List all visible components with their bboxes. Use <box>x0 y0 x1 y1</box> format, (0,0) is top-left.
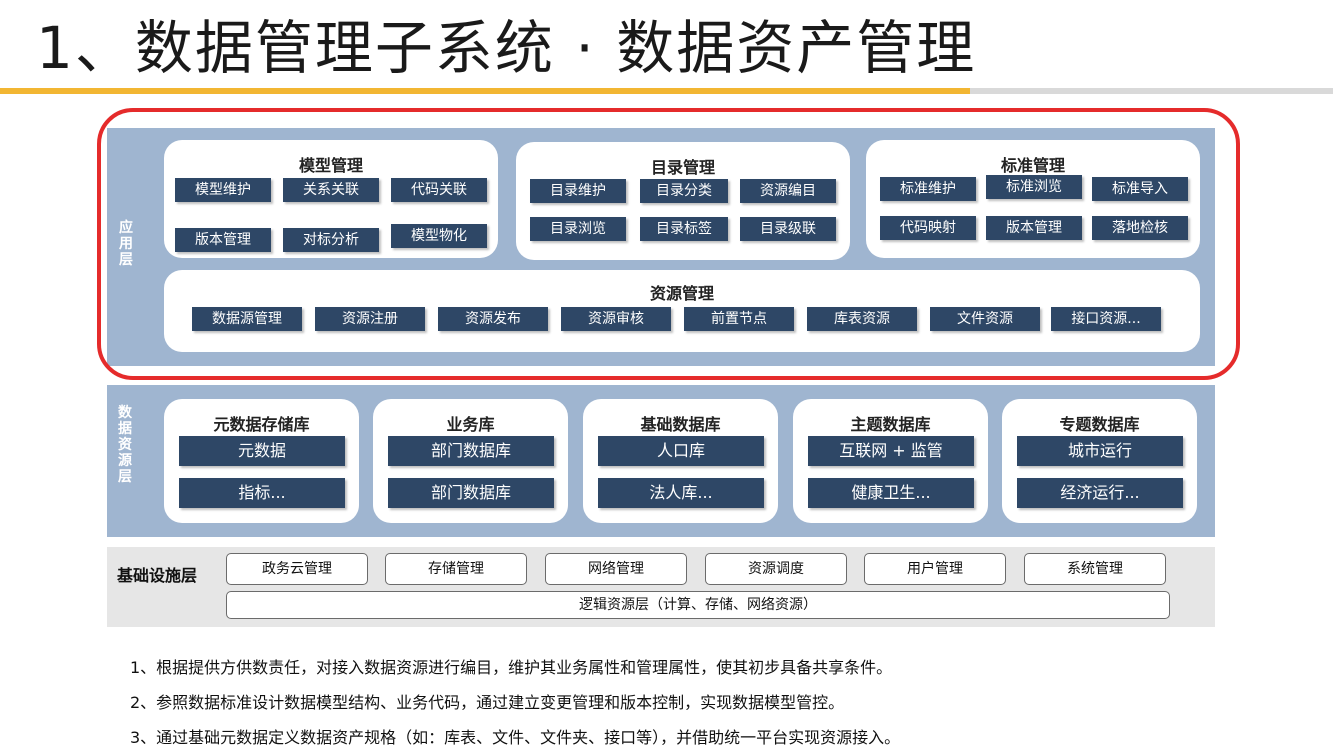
resource-item[interactable]: 接口资源... <box>1051 307 1161 331</box>
infra-item[interactable]: 系统管理 <box>1024 553 1166 585</box>
catalog-management-card: 目录管理 目录维护 目录分类 资源编目 目录浏览 目录标签 目录级联 <box>516 142 850 260</box>
resource-item[interactable]: 资源注册 <box>315 307 425 331</box>
data-resource-layer-label: 数据资源层 <box>118 405 132 485</box>
catalog-management-title: 目录管理 <box>650 158 715 177</box>
model-item[interactable]: 关系关联 <box>283 178 379 202</box>
model-item[interactable]: 模型物化 <box>391 224 487 248</box>
store-title: 基础数据库 <box>640 415 721 434</box>
page-title: 1、数据管理子系统 · 数据资产管理 <box>36 14 977 82</box>
note-item: 1、根据提供方供数责任，对接入数据资源进行编目，维护其业务属性和管理属性，使其初… <box>130 658 893 677</box>
store-item[interactable]: 城市运行 <box>1017 436 1183 466</box>
data-resource-layer: 数据资源层 元数据存储库 元数据 指标... 业务库 部门数据库 部门数据库 基… <box>107 385 1215 537</box>
standard-item[interactable]: 版本管理 <box>986 216 1082 240</box>
title-underline-gray <box>970 88 1333 94</box>
model-item[interactable]: 对标分析 <box>283 228 379 252</box>
store-item[interactable]: 元数据 <box>179 436 345 466</box>
catalog-item[interactable]: 目录分类 <box>640 179 728 203</box>
standard-item[interactable]: 标准维护 <box>880 177 976 201</box>
store-item[interactable]: 部门数据库 <box>388 478 554 508</box>
resource-management-card: 资源管理 数据源管理 资源注册 资源发布 资源审核 前置节点 库表资源 文件资源… <box>164 270 1200 352</box>
infra-item[interactable]: 资源调度 <box>705 553 847 585</box>
model-management-title: 模型管理 <box>298 156 363 175</box>
resource-item[interactable]: 数据源管理 <box>192 307 302 331</box>
store-title: 专题数据库 <box>1059 415 1140 434</box>
model-item[interactable]: 模型维护 <box>175 178 271 202</box>
standard-item[interactable]: 代码映射 <box>880 216 976 240</box>
note-item: 3、通过基础元数据定义数据资产规格（如：库表、文件、文件夹、接口等），并借助统一… <box>130 728 901 747</box>
store-item[interactable]: 人口库 <box>598 436 764 466</box>
standard-management-title: 标准管理 <box>1000 156 1065 175</box>
description-notes: 1、根据提供方供数责任，对接入数据资源进行编目，维护其业务属性和管理属性，使其初… <box>130 650 900 750</box>
infra-item[interactable]: 存储管理 <box>385 553 527 585</box>
store-card-topic: 专题数据库 城市运行 经济运行... <box>1002 399 1197 523</box>
standard-management-card: 标准管理 标准维护 标准浏览 标准导入 代码映射 版本管理 落地检核 <box>866 140 1200 258</box>
application-layer-label: 应用层 <box>119 220 133 268</box>
store-item[interactable]: 部门数据库 <box>388 436 554 466</box>
infra-item[interactable]: 政务云管理 <box>226 553 368 585</box>
store-item[interactable]: 经济运行... <box>1017 478 1183 508</box>
resource-item[interactable]: 库表资源 <box>807 307 917 331</box>
store-item[interactable]: 互联网 + 监管 <box>808 436 974 466</box>
store-item[interactable]: 指标... <box>179 478 345 508</box>
note-item: 2、参照数据标准设计数据模型结构、业务代码，通过建立变更管理和版本控制，实现数据… <box>130 693 845 712</box>
store-card-business: 业务库 部门数据库 部门数据库 <box>373 399 568 523</box>
standard-item[interactable]: 落地检核 <box>1092 216 1188 240</box>
store-card-metadata: 元数据存储库 元数据 指标... <box>164 399 359 523</box>
catalog-item[interactable]: 目录浏览 <box>530 217 626 241</box>
store-card-basic: 基础数据库 人口库 法人库... <box>583 399 778 523</box>
model-item[interactable]: 版本管理 <box>175 228 271 252</box>
model-management-card: 模型管理 模型维护 关系关联 代码关联 版本管理 对标分析 模型物化 <box>164 140 498 258</box>
logic-resource-layer[interactable]: 逻辑资源层（计算、存储、网络资源） <box>226 591 1170 619</box>
resource-item[interactable]: 资源发布 <box>438 307 548 331</box>
application-layer: 应用层 模型管理 模型维护 关系关联 代码关联 版本管理 对标分析 模型物化 目… <box>107 128 1215 366</box>
infrastructure-layer-label: 基础设施层 <box>117 566 198 585</box>
model-item[interactable]: 代码关联 <box>391 178 487 202</box>
store-title: 元数据存储库 <box>213 415 310 434</box>
title-underline-gold <box>0 88 970 94</box>
catalog-item[interactable]: 目录维护 <box>530 179 626 203</box>
store-item[interactable]: 法人库... <box>598 478 764 508</box>
infrastructure-layer: 基础设施层 政务云管理 存储管理 网络管理 资源调度 用户管理 系统管理 逻辑资… <box>107 547 1215 627</box>
catalog-item[interactable]: 资源编目 <box>740 179 836 203</box>
standard-item[interactable]: 标准浏览 <box>986 175 1082 199</box>
resource-item[interactable]: 前置节点 <box>684 307 794 331</box>
store-title: 业务库 <box>446 415 495 434</box>
store-item[interactable]: 健康卫生... <box>808 478 974 508</box>
resource-item[interactable]: 文件资源 <box>930 307 1040 331</box>
infra-item[interactable]: 网络管理 <box>545 553 687 585</box>
standard-item[interactable]: 标准导入 <box>1092 177 1188 201</box>
catalog-item[interactable]: 目录标签 <box>640 217 728 241</box>
resource-management-title: 资源管理 <box>649 284 714 303</box>
application-layer-highlight-frame <box>97 108 1240 380</box>
store-card-theme: 主题数据库 互联网 + 监管 健康卫生... <box>793 399 988 523</box>
resource-item[interactable]: 资源审核 <box>561 307 671 331</box>
infra-item[interactable]: 用户管理 <box>864 553 1006 585</box>
store-title: 主题数据库 <box>850 415 931 434</box>
catalog-item[interactable]: 目录级联 <box>740 217 836 241</box>
